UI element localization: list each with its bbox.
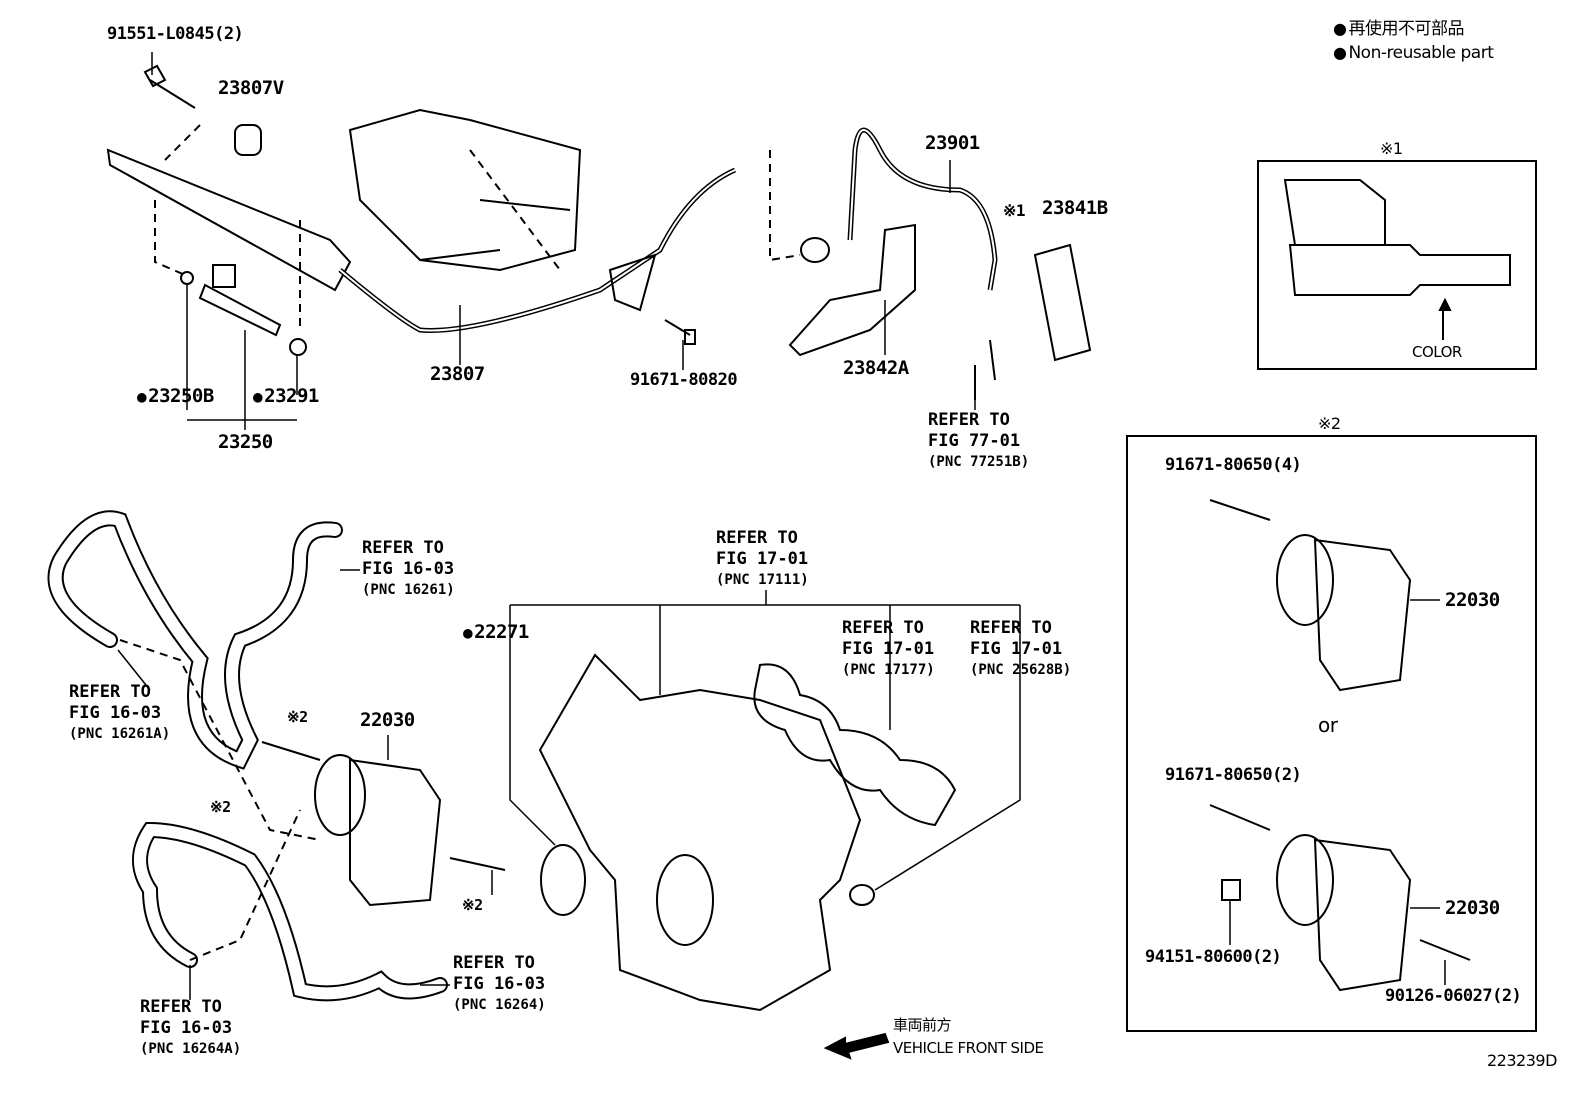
ref-pnc: (PNC 17177) xyxy=(842,662,935,678)
note2-mark-c: ※2 xyxy=(462,896,483,914)
ref-line2: FIG 17-01 xyxy=(842,639,935,659)
inset1-mark: ※1 xyxy=(1380,139,1403,158)
ref-line2: FIG 17-01 xyxy=(716,549,809,569)
note1-mark: ※1 xyxy=(1003,201,1026,220)
throttle-body-22030 xyxy=(314,754,366,836)
ref-line1: REFER TO xyxy=(362,538,444,558)
part-label-23250B[interactable]: 23250B xyxy=(137,386,214,407)
gasket-22271 xyxy=(540,844,586,916)
part-label-23807[interactable]: 23807 xyxy=(430,363,485,385)
ref-line2: FIG 16-03 xyxy=(362,559,455,579)
part-label-23901[interactable]: 23901 xyxy=(925,132,980,154)
part-label-23841B[interactable]: 23841B xyxy=(1042,197,1108,219)
ref-pnc: (PNC 16261) xyxy=(362,582,455,598)
part-label-23291[interactable]: 23291 xyxy=(253,386,319,407)
ref-line1: REFER TO xyxy=(716,528,798,548)
inset2-bolt4-label[interactable]: 91671-80650(4) xyxy=(1165,455,1302,475)
part-label-23250[interactable]: 23250 xyxy=(218,431,273,453)
ref-line1: REFER TO xyxy=(970,618,1052,638)
engine-block xyxy=(348,108,582,272)
inset2-mark: ※2 xyxy=(1318,414,1341,433)
ref-pnc: (PNC 25628B) xyxy=(970,662,1072,678)
ref-line2: FIG 77-01 xyxy=(928,431,1021,451)
hose-23901 xyxy=(847,127,998,291)
figure-id: 223239D xyxy=(1487,1051,1557,1070)
ref-line1: REFER TO xyxy=(928,410,1010,430)
bolt-91671-80820 xyxy=(664,319,696,345)
note2-mark-a: ※2 xyxy=(287,708,308,726)
inset2-stud-label[interactable]: 90126-06027(2) xyxy=(1385,986,1522,1006)
arrow-left-icon xyxy=(823,1032,890,1060)
connector-detail xyxy=(1283,179,1511,296)
ref-line1: REFER TO xyxy=(140,997,222,1017)
part-label-91551[interactable]: 91551-L0845(2) xyxy=(107,24,244,44)
fuel-injector xyxy=(198,283,282,337)
stud-inset xyxy=(1419,939,1471,961)
ref-pnc: (PNC 17111) xyxy=(716,572,809,588)
ref-line2: FIG 16-03 xyxy=(140,1018,233,1038)
inset1-box xyxy=(1257,160,1537,370)
inset2-or: or xyxy=(1318,713,1338,737)
ref-line1: REFER TO xyxy=(69,682,151,702)
front-jp: 車両前方 xyxy=(893,1016,952,1034)
inset2-box xyxy=(1126,435,1537,1032)
part-label-22030[interactable]: 22030 xyxy=(360,709,415,731)
part-label-23842A[interactable]: 23842A xyxy=(843,357,909,379)
legend-jp: 再使用不可部品 xyxy=(1333,18,1464,40)
pipe-bracket xyxy=(608,253,657,312)
part-label-91671-80820[interactable]: 91671-80820 xyxy=(630,370,738,390)
throttle-body-inset-2 xyxy=(1276,834,1334,926)
inset2-nut-label[interactable]: 94151-80600(2) xyxy=(1145,947,1282,967)
throttle-body-inset-1 xyxy=(1276,534,1334,626)
ref-line1: REFER TO xyxy=(842,618,924,638)
ref-pnc: (PNC 77251B) xyxy=(928,454,1030,470)
bracket-23842A xyxy=(788,223,916,357)
seal-23291 xyxy=(289,338,307,356)
note2-mark-b: ※2 xyxy=(210,798,231,816)
collar-23807V xyxy=(234,124,262,156)
gasket-25628B xyxy=(849,884,875,906)
inset2-tb1-label[interactable]: 22030 xyxy=(1445,589,1500,611)
o-ring-23250B xyxy=(180,271,194,285)
injector-connector xyxy=(212,264,236,288)
ref-pnc: (PNC 16264) xyxy=(453,997,546,1013)
ref-line1: REFER TO xyxy=(453,953,535,973)
intake-manifold xyxy=(538,653,862,1012)
stud-left xyxy=(449,857,506,871)
inset2-tb2-label[interactable]: 22030 xyxy=(1445,897,1500,919)
ref-line2: FIG 17-01 xyxy=(970,639,1063,659)
fuel-pipe-23807 xyxy=(338,167,737,333)
part-label-22271[interactable]: 22271 xyxy=(463,622,529,643)
bolt-left xyxy=(261,741,321,761)
legend-en: Non-reusable part xyxy=(1333,42,1493,64)
bolt-inset-2 xyxy=(1209,804,1271,831)
cover-23841B xyxy=(1033,243,1092,362)
nut-inset xyxy=(1221,879,1241,901)
inset2-bolt2-label[interactable]: 91671-80650(2) xyxy=(1165,765,1302,785)
gasket-17177 xyxy=(753,663,957,827)
ref-line2: FIG 16-03 xyxy=(453,974,546,994)
ref-line2: FIG 16-03 xyxy=(69,703,162,723)
ref-pnc: (PNC 16264A) xyxy=(140,1041,242,1057)
inset1-color-label: COLOR xyxy=(1412,343,1462,361)
bolt-inset-4 xyxy=(1209,499,1271,521)
part-label-23807V[interactable]: 23807V xyxy=(218,77,284,99)
bolt-91551 xyxy=(143,64,196,109)
hose-connector xyxy=(800,237,830,263)
ref-pnc: (PNC 16261A) xyxy=(69,726,171,742)
front-en: VEHICLE FRONT SIDE xyxy=(893,1039,1044,1057)
fuel-rail xyxy=(106,148,352,292)
